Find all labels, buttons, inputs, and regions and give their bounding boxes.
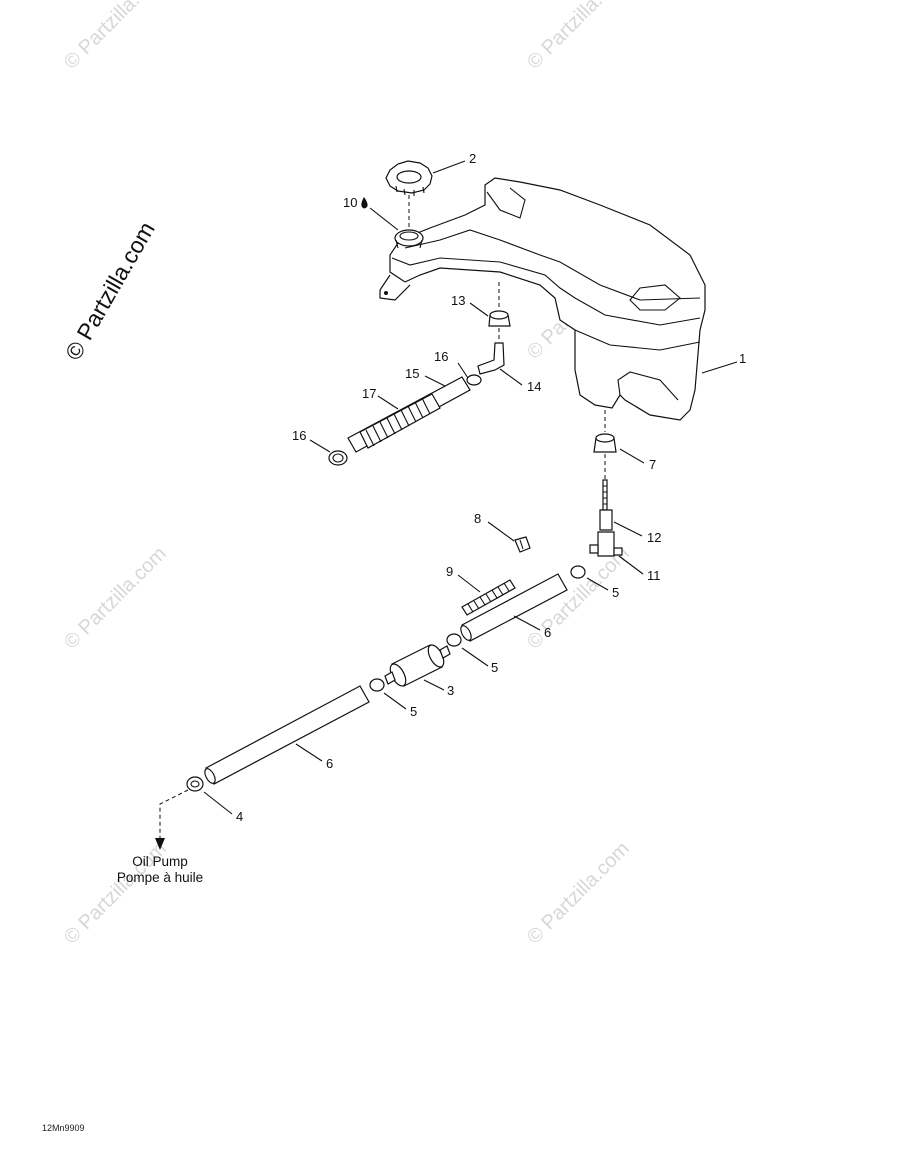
callout-7: 7 bbox=[649, 457, 656, 472]
callout-11: 11 bbox=[647, 568, 661, 583]
callout-3: 3 bbox=[447, 683, 454, 698]
callout-12: 12 bbox=[647, 530, 661, 545]
callout-16: 16 bbox=[292, 428, 306, 443]
callout-17: 17 bbox=[362, 386, 376, 401]
callout-10: 10 bbox=[343, 195, 357, 210]
destination-line2: Pompe à huile bbox=[117, 870, 203, 885]
spring-17 bbox=[359, 393, 441, 449]
callout-9: 9 bbox=[446, 564, 453, 579]
oil-drop-icon bbox=[361, 197, 368, 209]
oil-pump-route-line bbox=[159, 789, 189, 840]
leader-lines bbox=[203, 160, 738, 815]
hose-6-upper bbox=[460, 573, 568, 642]
clamp-16-upper bbox=[466, 374, 482, 386]
clamp-5-lower bbox=[369, 678, 385, 692]
watermark-group: © Partzilla.com © Partzilla.com © Partzi… bbox=[60, 0, 634, 949]
filler-neck bbox=[394, 229, 424, 249]
callout-5: 5 bbox=[410, 704, 417, 719]
watermark-text: © Partzilla.com bbox=[60, 543, 171, 654]
watermark-main: © Partzilla.com bbox=[60, 217, 160, 364]
clamp-4 bbox=[186, 776, 204, 792]
callout-5: 5 bbox=[612, 585, 619, 600]
callout-15: 15 bbox=[405, 366, 419, 381]
callout-2: 2 bbox=[469, 151, 476, 166]
callout-4: 4 bbox=[236, 809, 243, 824]
callout-6: 6 bbox=[544, 625, 551, 640]
clamp-5-middle bbox=[446, 633, 462, 647]
hose-6-lower bbox=[204, 685, 370, 785]
oil-tank bbox=[379, 177, 706, 421]
callout-13: 13 bbox=[451, 293, 465, 308]
grommet-7 bbox=[593, 433, 617, 453]
callout-16: 16 bbox=[434, 349, 448, 364]
watermark-text: © Partzilla.com bbox=[60, 0, 171, 74]
pickup-tube-12 bbox=[599, 479, 613, 531]
grommet-13 bbox=[488, 310, 511, 327]
watermark-text: © Partzilla.com bbox=[523, 838, 634, 949]
destination-line1: Oil Pump bbox=[132, 854, 188, 869]
callout-6: 6 bbox=[326, 756, 333, 771]
callout-14: 14 bbox=[527, 379, 541, 394]
watermark-text: © Partzilla.com bbox=[523, 0, 634, 74]
clip-8 bbox=[514, 536, 531, 553]
tee-fitting-11 bbox=[589, 531, 623, 557]
callout-5: 5 bbox=[491, 660, 498, 675]
drawing-code: 12Mn9909 bbox=[42, 1123, 85, 1133]
clamp-16-lower bbox=[328, 450, 348, 466]
oil-filter-3 bbox=[384, 644, 451, 687]
callout-1: 1 bbox=[739, 351, 746, 366]
callout-8: 8 bbox=[474, 511, 481, 526]
elbow-fitting-14 bbox=[477, 342, 505, 375]
arrow-down-icon bbox=[155, 838, 165, 850]
callout-numbers: 1 2 10 13 16 15 14 17 16 7 8 12 9 11 5 6… bbox=[236, 151, 746, 824]
clamp-5-upper bbox=[570, 565, 586, 579]
spring-9 bbox=[461, 579, 516, 616]
filler-cap bbox=[385, 160, 433, 196]
